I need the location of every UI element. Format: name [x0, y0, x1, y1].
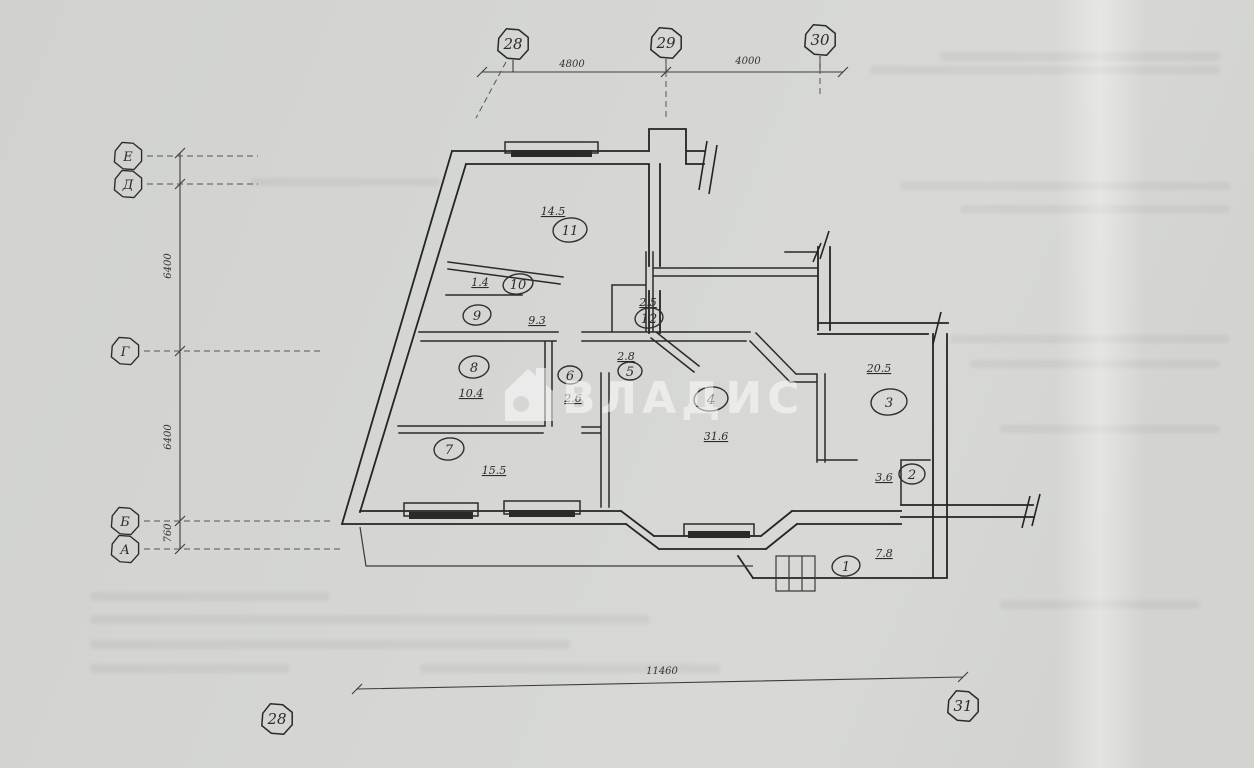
window — [409, 512, 473, 519]
axis-bubble-left-b: Б — [119, 515, 130, 530]
room-2-area: 3.6 — [875, 471, 893, 484]
room-7-number: 7 — [445, 443, 454, 458]
paper-fold-highlight — [1055, 0, 1145, 768]
room-10-area: 1.4 — [471, 276, 489, 289]
room-5-area: 2.8 — [616, 350, 635, 363]
dim-top-4000: 4000 — [734, 56, 761, 67]
watermark-text: ВЛАДИС — [562, 373, 804, 424]
interior-walls — [397, 251, 931, 508]
dim-bottom-11460: 11460 — [646, 666, 678, 677]
watermark: ВЛАДИС — [505, 368, 804, 424]
room-11-number: 11 — [562, 224, 579, 239]
room-6-number: 6 — [566, 369, 574, 384]
axis-centerlines — [144, 58, 821, 550]
room-8-area: 10.4 — [459, 387, 484, 400]
room-10-number: 10 — [510, 278, 527, 293]
room-2-number: 2 — [907, 468, 916, 483]
axis-grid-bubbles: 28 29 30 Е Д Г Б А 28 31 — [110, 24, 979, 735]
room-8-number: 8 — [470, 361, 478, 376]
axis-bubble-top-29: 29 — [655, 34, 676, 52]
axis-bubble-left-g: Г — [120, 345, 130, 360]
room-3-area: 20.5 — [866, 362, 892, 375]
axis-bubble-left-e: Е — [122, 150, 133, 165]
dim-left-6400-upper: 6400 — [163, 253, 174, 279]
room-1-area: 7.8 — [875, 547, 893, 560]
axis-bubble-bottom-31: 31 — [953, 697, 972, 715]
window — [688, 531, 750, 538]
room-1-number: 1 — [842, 560, 850, 575]
room-7-area: 15.5 — [482, 464, 507, 477]
room-9-number: 9 — [473, 309, 481, 324]
room-11-area: 14.5 — [541, 205, 566, 218]
room-6-area: 2.6 — [563, 392, 582, 405]
window — [511, 150, 592, 157]
axis-bubble-top-30: 30 — [810, 31, 830, 49]
room-5-number: 5 — [626, 365, 634, 380]
axis-bubble-bottom-28: 28 — [266, 710, 286, 728]
room-4-area: 31.6 — [704, 430, 729, 443]
window-frames — [403, 141, 755, 537]
windows — [409, 150, 750, 538]
dim-left-6400-lower: 6400 — [163, 424, 174, 450]
room-4-number: 4 — [706, 393, 715, 408]
window — [509, 510, 575, 517]
room-labels: 1 7.8 2 3.6 3 20.5 4 31.6 5 2.8 6 2.6 7 … — [433, 205, 926, 577]
room-12-number: 12 — [641, 312, 658, 327]
dim-top-4800: 4800 — [558, 59, 585, 70]
dim-left-760: 760 — [163, 523, 174, 543]
room-9-area: 9.3 — [528, 314, 546, 327]
wall-break-marks — [698, 140, 1041, 529]
room-3-number: 3 — [885, 396, 893, 411]
axis-bubble-left-d: Д — [122, 178, 134, 193]
stairs — [775, 555, 816, 592]
house-icon — [505, 368, 553, 421]
axis-bubble-top-28: 28 — [502, 35, 522, 53]
balcony-outline — [359, 526, 753, 567]
dimension-labels: 4800 4000 6400 6400 760 11460 — [163, 56, 761, 677]
axis-bubble-left-a: А — [119, 543, 130, 558]
paper-bleed-texture — [90, 52, 1230, 673]
room-12-area: 2.5 — [638, 296, 657, 309]
